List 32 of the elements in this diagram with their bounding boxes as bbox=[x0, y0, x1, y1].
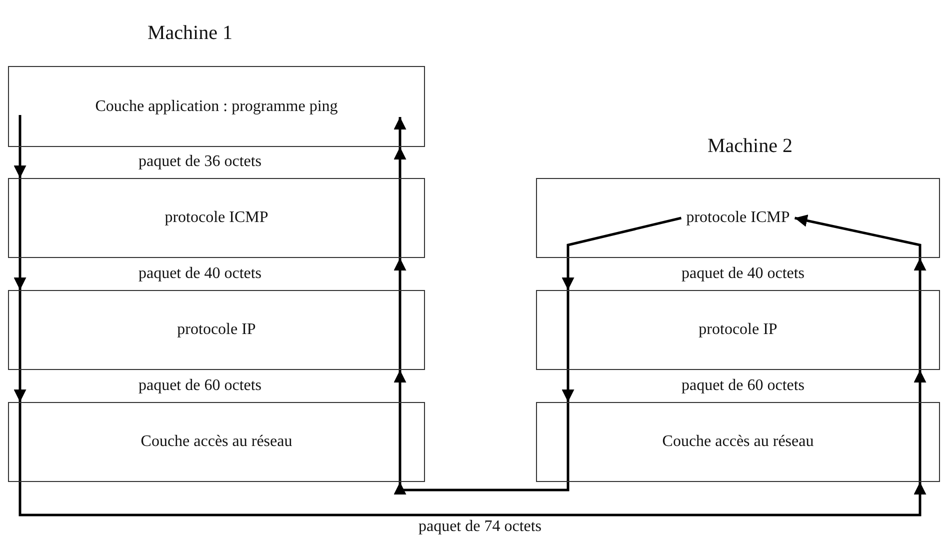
packet-size-label: paquet de 60 octets bbox=[681, 377, 805, 395]
arrow bbox=[14, 147, 26, 178]
arrow bbox=[914, 370, 926, 402]
layer-label: protocole ICMP bbox=[162, 209, 270, 227]
layer-box bbox=[536, 402, 940, 482]
machine-title: Machine 1 bbox=[148, 22, 232, 45]
packet-size-label: paquet de 60 octets bbox=[138, 377, 262, 395]
layer-label: protocole IP bbox=[175, 321, 258, 339]
layer-box bbox=[536, 290, 940, 370]
packet-size-label: paquet de 74 octets bbox=[418, 518, 542, 536]
layer-label: Couche application : programme ping bbox=[93, 98, 340, 116]
layer-label: protocole ICMP bbox=[684, 209, 792, 227]
arrow bbox=[394, 482, 570, 494]
arrow bbox=[394, 370, 406, 402]
arrow bbox=[14, 370, 26, 402]
layer-box bbox=[8, 290, 425, 370]
layer-box bbox=[536, 178, 940, 258]
packet-size-label: paquet de 40 octets bbox=[681, 265, 805, 283]
arrow bbox=[394, 147, 406, 178]
layer-box bbox=[8, 178, 425, 258]
arrow bbox=[14, 258, 26, 290]
packet-size-label: paquet de 36 octets bbox=[138, 153, 262, 171]
arrow bbox=[18, 482, 926, 516]
arrow bbox=[562, 258, 574, 290]
layer-box bbox=[8, 402, 425, 482]
layer-label: protocole IP bbox=[696, 321, 780, 339]
arrow bbox=[394, 258, 406, 290]
machine-title: Machine 2 bbox=[708, 135, 792, 158]
layer-box bbox=[8, 66, 425, 147]
arrow bbox=[562, 370, 574, 402]
packet-size-label: paquet de 40 octets bbox=[138, 265, 262, 283]
arrow bbox=[914, 258, 926, 290]
